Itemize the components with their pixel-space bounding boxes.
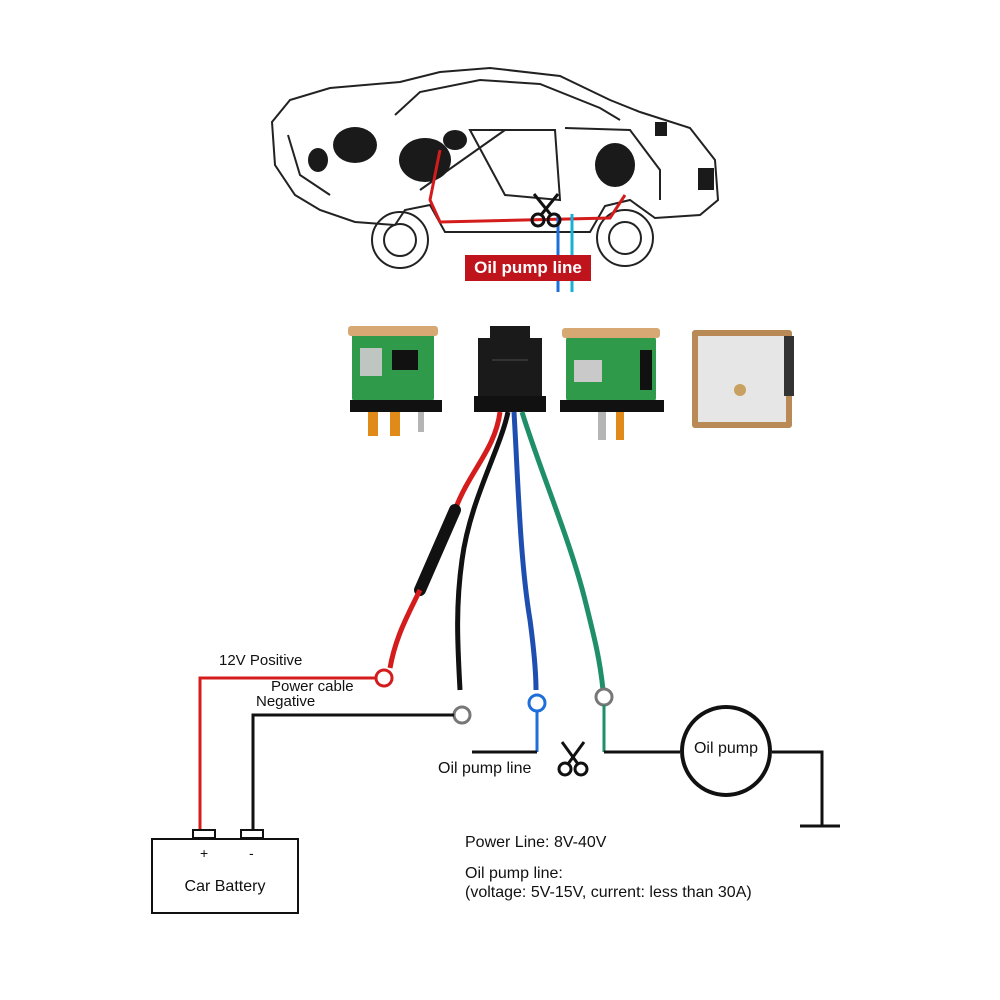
battery-label: Car Battery xyxy=(184,878,266,895)
battery-plus-sign: + xyxy=(200,845,209,861)
power-cable-label: Power cable xyxy=(271,678,354,695)
car-oil-pump-label: Oil pump line xyxy=(465,255,591,281)
relay-housing-image xyxy=(474,326,546,412)
car-battery: Car Battery xyxy=(151,838,299,914)
oil-pump-label: Oil pump xyxy=(693,740,759,757)
gps-antenna-image xyxy=(692,330,794,428)
negative-label: Negative xyxy=(256,693,316,710)
oil-pump-spec-title: Oil pump line: xyxy=(465,865,563,882)
oil-pump-symbol: Oil pump xyxy=(680,705,772,797)
scissors-icon xyxy=(557,741,589,777)
car-illustration xyxy=(270,66,720,292)
device-photos xyxy=(348,326,794,440)
pcb-back-image xyxy=(560,328,664,440)
battery-minus-sign: - xyxy=(249,845,254,861)
oil-pump-line-label: Oil pump line xyxy=(438,760,532,777)
oil-pump-spec-detail: (voltage: 5V-15V, current: less than 30A… xyxy=(465,884,752,901)
positive-label: 12V Positive xyxy=(219,652,303,669)
scissors-icon xyxy=(530,193,562,228)
power-line-spec: Power Line: 8V-40V xyxy=(465,834,607,851)
pcb-front-image xyxy=(348,326,442,436)
